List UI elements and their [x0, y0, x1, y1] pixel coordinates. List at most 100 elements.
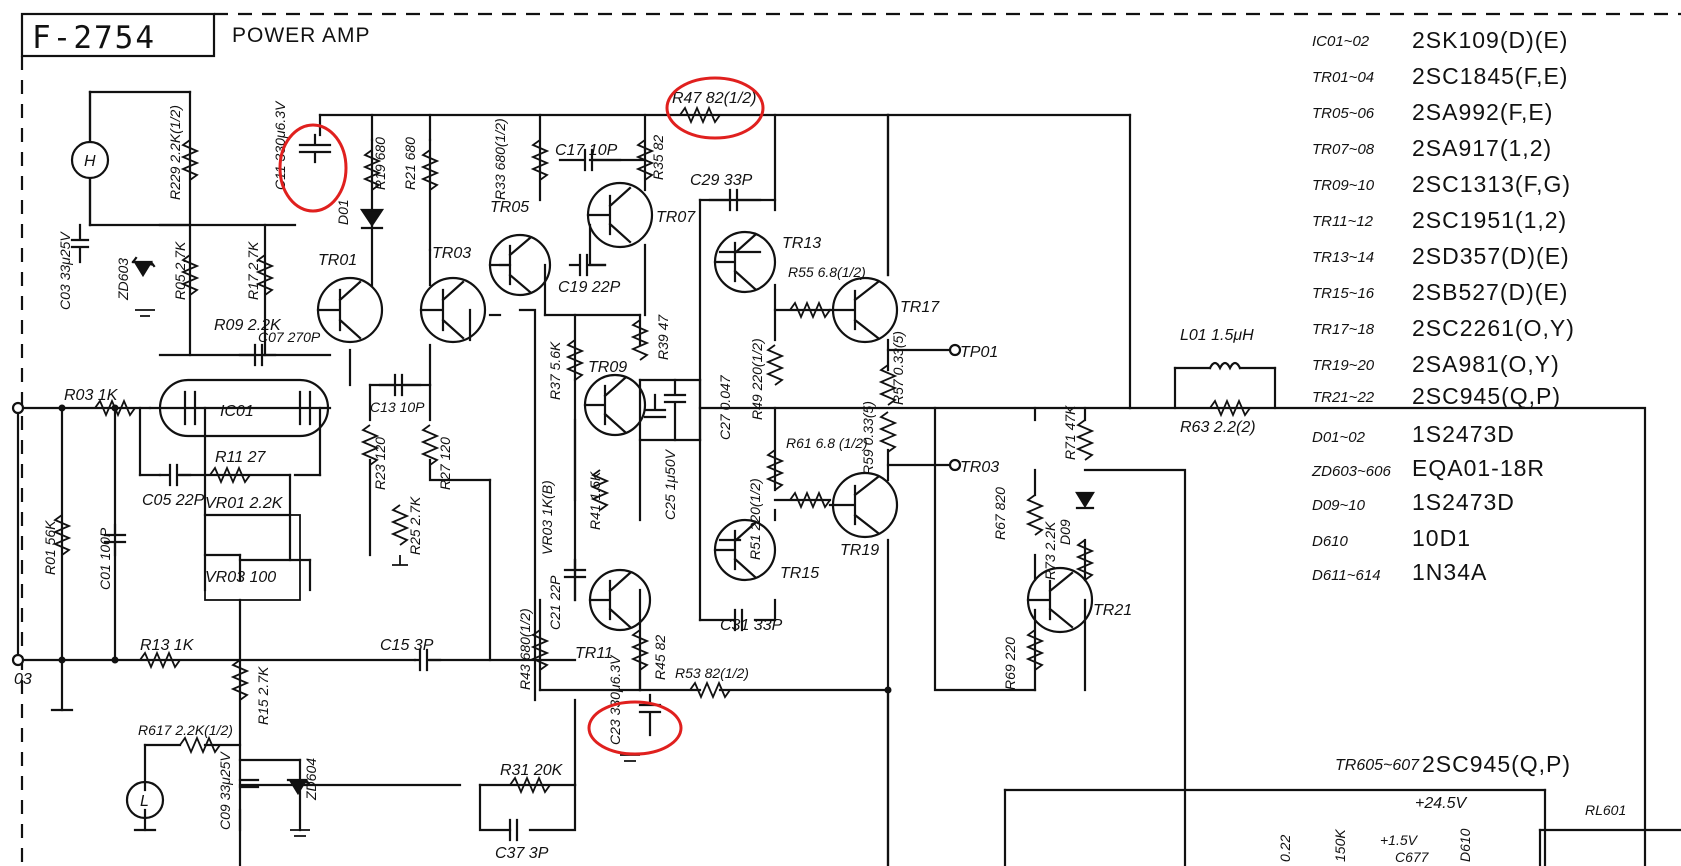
model-number: F-2754: [32, 20, 156, 56]
l-label: L: [140, 793, 149, 810]
r19-symbol: [362, 149, 382, 191]
r43-label: R43 680(1/2): [517, 608, 533, 690]
r03-label: R03 1K: [64, 387, 119, 404]
r01-symbol: [52, 514, 72, 556]
r45-label: R45 82: [652, 635, 668, 680]
d610-label: D610: [1457, 828, 1473, 862]
r45-symbol: [630, 629, 650, 671]
c31-label: C31 33P: [720, 617, 783, 634]
supply-15v-label: +1.5V: [1380, 832, 1419, 848]
legend-ref: D610: [1312, 533, 1349, 550]
c15-label: C15 3P: [380, 637, 434, 654]
r63-symbol: [1209, 398, 1251, 418]
r01-label: R01 56K: [42, 520, 58, 575]
r229-symbol: [180, 139, 200, 181]
tr09-label: TR09: [588, 359, 627, 376]
r43-symbol: [530, 629, 550, 671]
legend-ref: D09~10: [1312, 497, 1366, 514]
r55-label: R55 6.8(1/2): [788, 264, 866, 280]
highlight-r47: [665, 76, 765, 140]
r55-symbol: [789, 300, 831, 320]
r61-symbol: [789, 490, 831, 510]
c15-symbol: [413, 648, 442, 672]
legend-part: EQA01-18R: [1412, 455, 1545, 481]
legend-ref: TR13~14: [1312, 249, 1374, 266]
legend-ref: IC01~02: [1312, 33, 1370, 50]
resistors: [52, 105, 1251, 795]
r23-label: R23 120: [372, 437, 388, 490]
zd603-symbol: [131, 256, 156, 278]
r25-label: R25 2.7K: [407, 496, 423, 555]
c27-label: C27 0.047: [717, 374, 733, 440]
c29-label: C29 33P: [690, 172, 753, 189]
tr07-label: TR07: [656, 209, 696, 226]
r53-label: R53 82(1/2): [675, 665, 749, 681]
ic01-label: IC01: [220, 403, 254, 420]
capacitors: [70, 133, 762, 842]
r51-symbol: [765, 449, 785, 491]
legend-part: 2SK109(D)(E): [1412, 27, 1568, 53]
legend-ref: TR05~06: [1312, 105, 1375, 122]
r53-symbol: [689, 680, 731, 700]
io3-label: 03: [14, 671, 32, 688]
legend-ref: TR11~12: [1312, 213, 1374, 230]
r73-label: R73 2.2K: [1042, 521, 1058, 580]
highlight-c23: [587, 700, 683, 756]
r05-symbol: [180, 254, 200, 296]
model-box: [20, 12, 216, 58]
d01-label: D01: [335, 199, 351, 225]
legend-ref: D01~02: [1312, 429, 1366, 446]
c13-symbol: [378, 373, 422, 397]
r49-label: R49 220(1/2): [749, 338, 765, 420]
tr15-label: TR15: [780, 565, 819, 582]
legend-part: 1S2473D: [1412, 489, 1515, 515]
d09-symbol: [1075, 491, 1095, 510]
r69-symbol: [1025, 629, 1045, 671]
r41-symbol: [590, 469, 610, 511]
zd603-label: ZD603: [115, 258, 131, 301]
r51-label: R51 220(1/2): [747, 478, 763, 560]
legend-part: 2SC945(Q,P): [1412, 383, 1561, 409]
tr03-terminal-label: TR03: [960, 459, 999, 476]
r11-label: R11 27: [215, 449, 267, 466]
r21-symbol: [420, 149, 440, 191]
r31-symbol: [509, 775, 551, 795]
r37-label: R37 5.6K: [547, 341, 563, 400]
r73-symbol: [1075, 539, 1095, 581]
legend-part: 2SC1951(1,2): [1412, 207, 1567, 233]
r61-label: R61 6.8 (1/2): [786, 435, 868, 451]
highlight-annotations: [278, 76, 765, 756]
r67-label: R67 820: [992, 487, 1008, 540]
vr01-label: VR01 2.2K: [205, 495, 284, 512]
legend-ref: ZD603~606: [1311, 463, 1391, 480]
r63-label: R63 2.2(2): [1180, 419, 1256, 436]
legend-ref: TR19~20: [1312, 357, 1375, 374]
r15-label: R15 2.7K: [255, 666, 271, 725]
tr01-label: TR01: [318, 252, 357, 269]
c01-symbol: [103, 523, 127, 557]
tr03-label: TR03: [432, 245, 471, 262]
c05-label: C05 22P: [142, 492, 205, 509]
r17-label: R17 2.7K: [245, 241, 261, 300]
r25-symbol: [390, 504, 410, 546]
legend-part: 2SA992(F,E): [1412, 99, 1553, 125]
legend-part: 1N34A: [1412, 559, 1487, 585]
legend-part: 2SC1845(F,E): [1412, 63, 1568, 89]
c07-label: C07 270P: [258, 329, 321, 345]
vr-block: [204, 514, 301, 601]
c677-label: C677: [1395, 849, 1430, 865]
legend-part: 2SD357(D)(E): [1412, 243, 1570, 269]
diodes: [131, 208, 1095, 796]
r150k-label: 150K: [1332, 829, 1348, 862]
c022-label: 0.22: [1277, 835, 1293, 862]
supply-24v-label: +24.5V: [1415, 795, 1467, 812]
legend-part: 2SC1313(F,G): [1412, 171, 1571, 197]
r67-symbol: [1025, 494, 1045, 536]
c07-symbol: [238, 343, 277, 367]
legend-part: 2SB527(D)(E): [1412, 279, 1568, 305]
r39-symbol: [630, 319, 650, 361]
tr17-label: TR17: [900, 299, 940, 316]
legend-part: 2SA981(O,Y): [1412, 351, 1560, 377]
legend-ref: TR21~22: [1312, 389, 1375, 406]
r69-label: R69 220: [1002, 637, 1018, 690]
